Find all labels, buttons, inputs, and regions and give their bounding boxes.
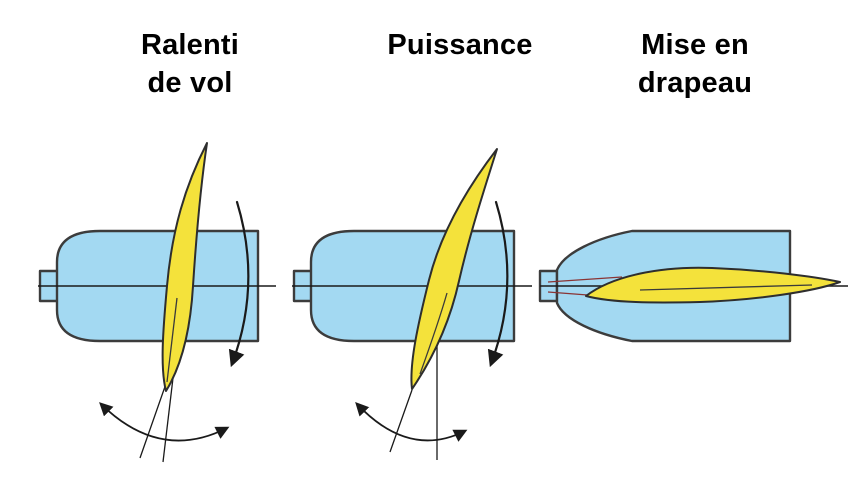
blade-crease [419, 292, 448, 375]
caption-power: Puissance [387, 29, 533, 61]
pitch-rod-line [547, 276, 623, 283]
blade-axis-line [389, 389, 413, 453]
panel-flight-idle [38, 142, 276, 463]
rotation-arrow [228, 200, 250, 368]
rotation-arrow [487, 200, 509, 368]
pitch-angle-arc [355, 402, 468, 442]
caption-feather: Mise en drapeau [637, 29, 753, 100]
panel-feather [538, 229, 848, 343]
caption-flight-idle: Ralenti de vol [140, 29, 240, 100]
blade-axis-line [139, 377, 169, 459]
blade-crease [166, 297, 178, 383]
pitch-reference-line [162, 377, 174, 463]
propeller-blade [410, 148, 498, 390]
feathered-blade [585, 266, 841, 304]
blade-crease [639, 284, 813, 291]
panel-power [292, 148, 532, 460]
pitch-angle-arc [99, 402, 230, 442]
